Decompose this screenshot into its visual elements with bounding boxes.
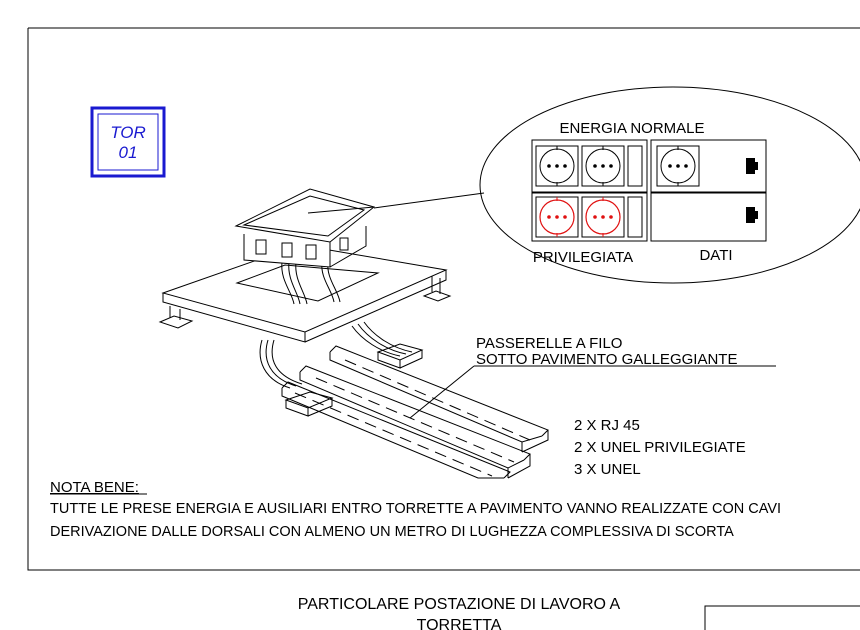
outlet-item: 2 X UNEL PRIVILEGIATE — [574, 439, 746, 456]
data-frame — [650, 192, 767, 242]
tor-tag: TOR 01 — [90, 106, 166, 178]
privileged-socket-frame — [531, 192, 648, 242]
tag-line2: 01 — [119, 143, 138, 162]
nota-heading: NOTA BENE: — [50, 479, 139, 496]
privilegiata-label: PRIVILEGIATA — [533, 249, 633, 266]
outlet-item: 2 X RJ 45 — [574, 417, 640, 434]
privileged-socket-icon — [535, 196, 579, 238]
socket-detail-callout: ENERGIA NORMALE — [373, 86, 860, 284]
rj45-icon — [746, 207, 755, 223]
rj45-icon — [746, 158, 755, 174]
normal-socket-icon — [656, 145, 700, 187]
passerelle-label: PASSERELLE A FILO SOTTO PAVIMENTO GALLEG… — [474, 335, 776, 368]
floor-box-isometric — [158, 188, 452, 417]
normal-socket-icon — [581, 145, 625, 187]
cable-trays — [281, 345, 549, 479]
privileged-socket-icon — [581, 196, 625, 238]
dati-label: DATI — [699, 247, 732, 264]
title-block — [704, 605, 860, 630]
normal-socket-icon — [535, 145, 579, 187]
passerelle-line1: PASSERELLE A FILO — [476, 335, 622, 352]
data-socket-frame — [650, 139, 767, 193]
tag-line1: TOR — [110, 123, 146, 142]
nota-line2: DERIVAZIONE DALLE DORSALI CON ALMENO UN … — [50, 524, 734, 540]
outlet-item: 3 X UNEL — [574, 461, 641, 478]
caption-line1: PARTICOLARE POSTAZIONE DI LAVORO A — [298, 596, 621, 613]
passerelle-line2: SOTTO PAVIMENTO GALLEGGIANTE — [476, 351, 737, 368]
sheet-frame — [27, 27, 860, 571]
normal-socket-frame — [531, 139, 648, 193]
energia-normale-label: ENERGIA NORMALE — [559, 120, 704, 137]
nota-line1: TUTTE LE PRESE ENERGIA E AUSILIARI ENTRO… — [50, 501, 781, 517]
caption-line2: TORRETTA — [417, 617, 502, 630]
callout-leader — [373, 192, 485, 209]
